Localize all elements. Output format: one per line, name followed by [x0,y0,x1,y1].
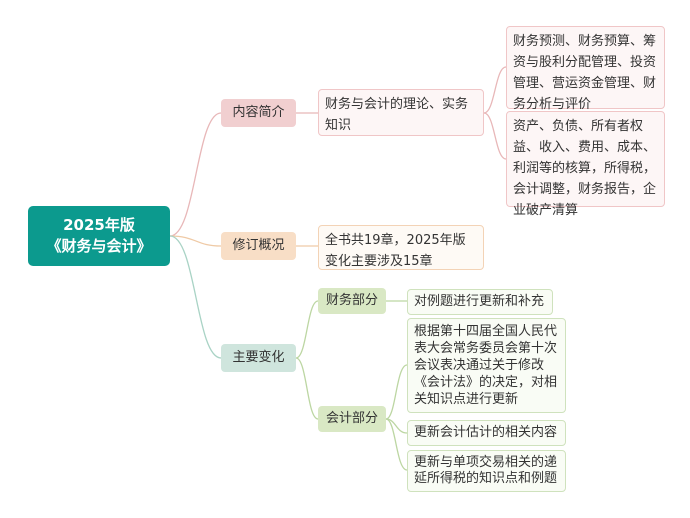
connector-accounting-item-1 [385,364,408,420]
intro-detail-finance[interactable]: 财务预测、财务预算、筹资与股利分配管理、投资管理、营运资金管理、财务分析与评价 [506,26,665,112]
branch-revision-overview[interactable]: 修订概况 [221,232,296,260]
intro-detail-accounting[interactable]: 资产、负债、所有者权益、收入、费用、成本、利润等的核算，所得税，会计调整，财务报… [506,111,665,218]
connector-root-intro [169,112,222,237]
changes-group-finance[interactable]: 财务部分 [318,288,386,314]
revision-summary-node[interactable]: 全书共19章，2025年版变化主要涉及15章 [318,225,484,270]
accounting-change-item-estimates[interactable]: 更新会计估计的相关内容 [407,420,566,446]
connector-summary-detail-1 [483,66,507,114]
branch-main-changes[interactable]: 主要变化 [221,344,296,372]
accounting-change-item-deferred-tax[interactable]: 更新与单项交易相关的递延所得税的知识点和例题 [407,450,566,492]
finance-change-item[interactable]: 对例题进行更新和补充 [407,289,553,315]
accounting-change-item-law[interactable]: 根据第十四届全国人民代表大会常务委员会第十次会议表决通过关于修改《会计法》的决定… [407,318,566,413]
changes-group-accounting[interactable]: 会计部分 [318,406,386,432]
intro-summary-node[interactable]: 财务与会计的理论、实务知识 [318,89,484,136]
connector-root-revision [169,235,222,247]
root-node[interactable]: 2025年版 《财务与会计》 [28,206,170,266]
connector-accounting-item-3 [385,418,408,471]
root-title-line2: 《财务与会计》 [46,237,152,255]
connector-changes-finance [295,300,319,359]
root-title-line1: 2025年版 [63,216,135,234]
connector-changes-accounting [295,357,319,420]
connector-summary-detail-2 [483,112,507,160]
branch-content-intro[interactable]: 内容简介 [221,99,296,127]
connector-root-changes [169,235,222,359]
